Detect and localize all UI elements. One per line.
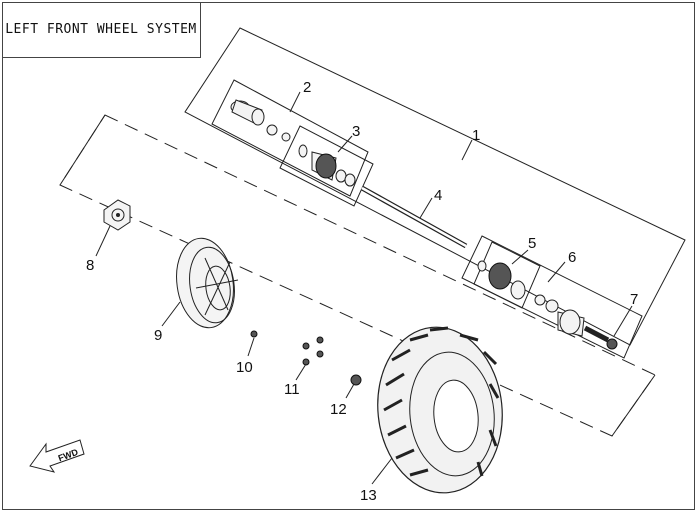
- title-box: LEFT FRONT WHEEL SYSTEM: [2, 2, 201, 58]
- drive-shaft: [360, 185, 468, 249]
- callout-7: 7: [630, 291, 638, 308]
- callout-3: 3: [352, 123, 360, 140]
- callout-8: 8: [86, 257, 94, 274]
- inner-joint-housing: [230, 99, 291, 142]
- wheel-alignment-outline: [59, 114, 656, 437]
- leader-lines: [95, 91, 633, 485]
- outer-joint: [534, 294, 610, 343]
- fwd-arrow-icon: FWD: [29, 439, 85, 473]
- nut-set: [302, 336, 324, 366]
- inner-boot-group-outline: [279, 125, 374, 207]
- callout-11: 11: [284, 381, 300, 398]
- diagram-border: [2, 2, 695, 510]
- wheel-rim: [176, 237, 239, 329]
- callout-2: 2: [303, 79, 311, 96]
- callout-6: 6: [568, 249, 576, 266]
- tire: [377, 326, 503, 494]
- castle-nut: [606, 338, 618, 350]
- alignment-edge-right: [611, 374, 656, 437]
- callout-12: 12: [330, 401, 347, 418]
- diagram-title: LEFT FRONT WHEEL SYSTEM: [5, 22, 197, 37]
- callout-4: 4: [434, 187, 442, 204]
- inner-boot: [298, 144, 356, 187]
- alignment-edge-left: [59, 114, 106, 186]
- callout-5: 5: [528, 235, 536, 252]
- wheel-nut: [350, 374, 362, 386]
- outer-joint-group-outline: [461, 235, 643, 359]
- callout-10: 10: [236, 359, 253, 376]
- callout-9: 9: [154, 327, 162, 344]
- lug-nut: [250, 330, 258, 338]
- outer-boot: [477, 260, 526, 300]
- inner-joint-group-outline: [211, 79, 369, 197]
- callout-13: 13: [360, 487, 377, 504]
- wheel-hub: [103, 199, 131, 231]
- callout-1: 1: [472, 127, 480, 144]
